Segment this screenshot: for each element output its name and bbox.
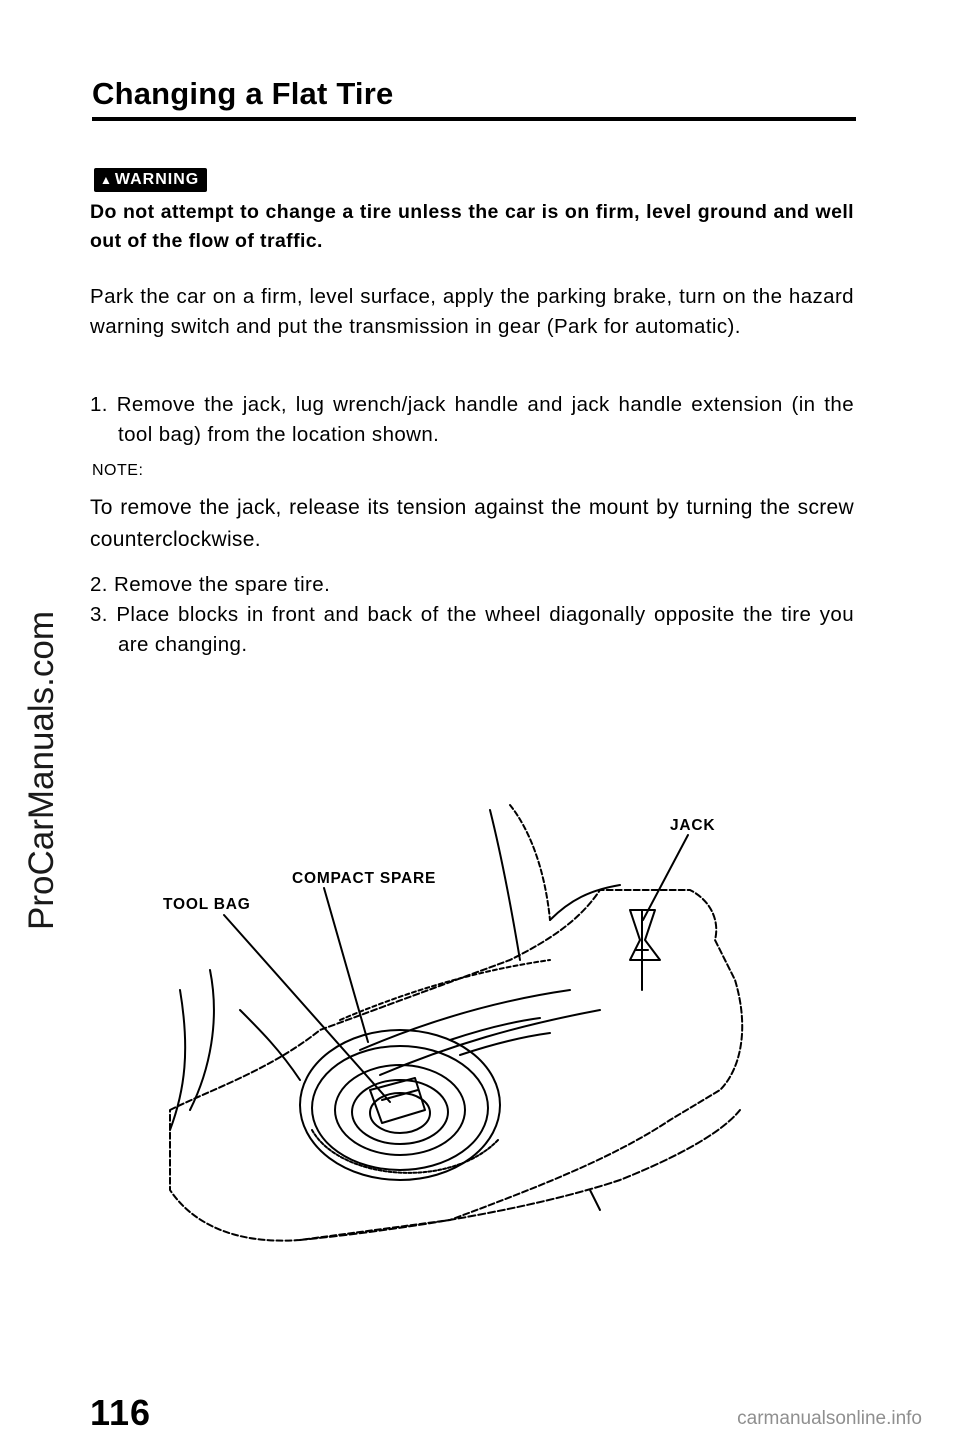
jack-leader-line [642, 834, 689, 921]
footer-watermark: carmanualsonline.info [737, 1408, 922, 1429]
spare-leader-line [323, 887, 369, 1043]
step-2: 2. Remove the spare tire. [90, 573, 331, 596]
title-rule [92, 117, 856, 121]
rear-pillar [489, 809, 521, 961]
side-watermark: ProCarManuals.com [22, 611, 61, 930]
spare-tire-outer [299, 1029, 501, 1181]
trunk-illustration [169, 804, 744, 1242]
note-label: NOTE: [92, 462, 144, 479]
trunk-outline [169, 889, 744, 1242]
label-jack: JACK [670, 817, 716, 834]
tool-bag-icon [369, 1077, 426, 1124]
label-compact-spare: COMPACT SPARE [292, 870, 437, 887]
step-1: 1. Remove the jack, lug wrench/jack hand… [90, 393, 854, 446]
warning-triangle-icon: ▲ [100, 173, 113, 187]
intro-paragraph: Park the car on a firm, level surface, a… [90, 285, 854, 338]
warning-text: Do not attempt to change a tire unless t… [90, 201, 854, 252]
warning-label: WARNING [114, 171, 200, 188]
step-3: 3. Place blocks in front and back of the… [90, 603, 854, 656]
note-text: To remove the jack, release its tension … [90, 496, 854, 551]
toolbag-leader-line [223, 914, 391, 1103]
page-number: 116 [90, 1392, 152, 1433]
page-title: Changing a Flat Tire [92, 76, 394, 111]
warning-badge: ▲WARNING [94, 168, 208, 192]
jack-icon [629, 909, 661, 961]
label-tool-bag: TOOL BAG [163, 896, 251, 913]
